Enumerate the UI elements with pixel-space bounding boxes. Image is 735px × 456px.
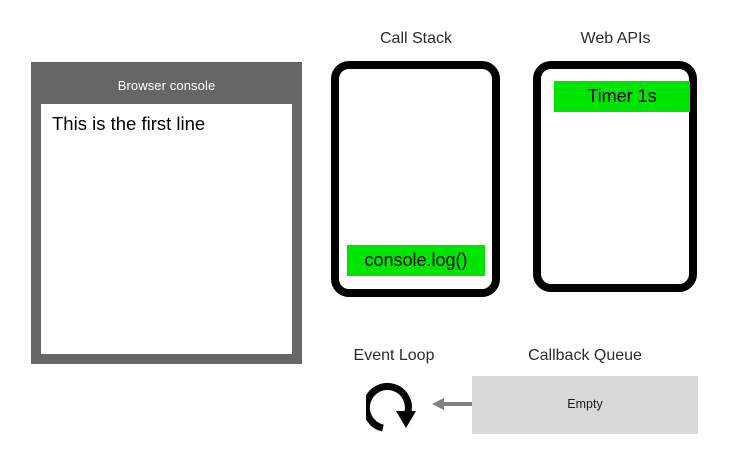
web-apis-entry-timer[interactable]: Timer 1s	[554, 81, 690, 112]
web-apis-box: Timer 1s	[533, 61, 697, 292]
callback-queue-heading: Callback Queue	[528, 347, 642, 364]
web-apis-heading: Web APIs	[580, 30, 651, 47]
browser-console-title: Browser console	[117, 78, 216, 93]
call-stack-heading: Call Stack	[379, 30, 453, 47]
browser-console-panel: Browser console This is the first line	[31, 62, 302, 364]
call-stack-frame-console-log[interactable]: console.log()	[347, 245, 485, 276]
console-log-line: This is the first line	[52, 113, 206, 134]
browser-console-output[interactable]: This is the first line	[41, 104, 292, 354]
arrow-left-icon	[430, 394, 472, 414]
callback-queue-box: Empty	[472, 376, 698, 434]
call-stack-box: console.log()	[331, 61, 500, 297]
circular-arrow-icon	[366, 381, 422, 433]
event-loop-heading: Event Loop	[353, 347, 435, 364]
callback-queue-status: Empty	[567, 397, 603, 411]
